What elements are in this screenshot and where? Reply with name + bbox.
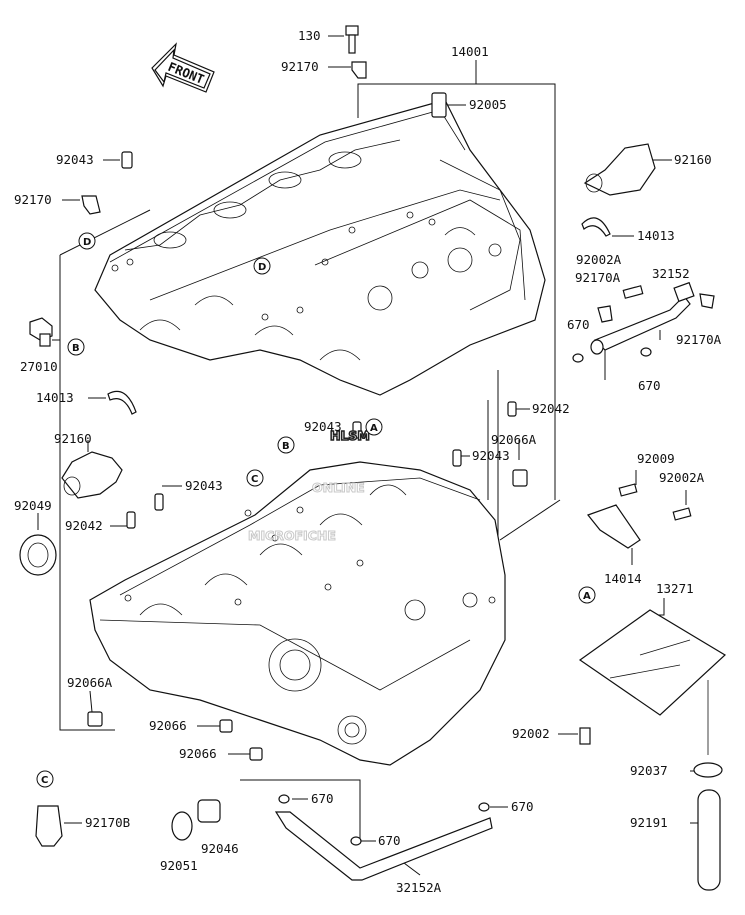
- part-label-92042-right: 92042: [532, 401, 570, 416]
- part-label-92046: 92046: [201, 841, 239, 856]
- part-label-670-a: 670: [567, 317, 590, 332]
- svg-text:C: C: [251, 474, 258, 485]
- upper-crankcase: [94, 99, 546, 396]
- front-arrow: FRONT: [151, 42, 215, 93]
- part-labels: 130 92170 14001 92005 92043 92160 92170 …: [14, 28, 722, 895]
- svg-text:A: A: [370, 423, 378, 434]
- callout-d-2: D: [253, 257, 271, 275]
- watermark: HLSM ONLINE MICROFICHE: [248, 427, 371, 543]
- callout-a-2: A: [578, 586, 596, 604]
- callout-d-1: D: [78, 232, 96, 250]
- svg-text:C: C: [41, 775, 48, 786]
- part-label-670-e: 670: [378, 833, 401, 848]
- part-label-92049: 92049: [14, 498, 52, 513]
- part-label-670-d: 670: [511, 799, 534, 814]
- callout-b-2: B: [277, 436, 295, 454]
- part-label-92051: 92051: [160, 858, 198, 873]
- svg-text:D: D: [83, 237, 91, 248]
- part-label-92170A-a: 92170A: [575, 270, 621, 285]
- part-label-92005: 92005: [469, 97, 507, 112]
- part-label-92160-right: 92160: [674, 152, 712, 167]
- part-label-32152A: 32152A: [396, 880, 442, 895]
- watermark-line3: MICROFICHE: [248, 528, 336, 543]
- part-label-14013-left: 14013: [36, 390, 74, 405]
- part-label-92043-a: 92043: [56, 152, 94, 167]
- part-label-92002: 92002: [512, 726, 550, 741]
- part-label-92009: 92009: [637, 451, 675, 466]
- part-label-670-b: 670: [638, 378, 661, 393]
- callout-c-2: C: [36, 770, 54, 788]
- part-label-92170B: 92170B: [85, 815, 130, 830]
- svg-text:A: A: [583, 591, 591, 602]
- watermark-line1: HLSM: [330, 428, 370, 443]
- watermark-line2: ONLINE: [312, 480, 365, 495]
- part-label-92066A-right: 92066A: [491, 432, 537, 447]
- part-label-92170-left: 92170: [14, 192, 52, 207]
- part-label-670-c: 670: [311, 791, 334, 806]
- part-label-92066A-left: 92066A: [67, 675, 113, 690]
- part-label-92170A-b: 92170A: [676, 332, 722, 347]
- svg-text:B: B: [72, 343, 80, 354]
- svg-text:B: B: [282, 441, 290, 452]
- part-label-92043-b: 92043: [304, 419, 342, 434]
- part-label-27010: 27010: [20, 359, 58, 374]
- part-label-92002A-b: 92002A: [659, 470, 705, 485]
- part-label-92160-left: 92160: [54, 431, 92, 446]
- callout-c-1: C: [246, 469, 264, 487]
- leader-lines: [37, 35, 700, 876]
- svg-text:D: D: [258, 262, 266, 273]
- part-label-14001: 14001: [451, 44, 489, 59]
- part-label-92037: 92037: [630, 763, 668, 778]
- part-label-92191: 92191: [630, 815, 668, 830]
- part-label-14013-right: 14013: [637, 228, 675, 243]
- part-label-92066-a: 92066: [149, 718, 187, 733]
- lower-crankcase: [89, 461, 506, 766]
- part-label-130: 130: [298, 28, 321, 43]
- part-label-92043-c: 92043: [472, 448, 510, 463]
- small-parts: [19, 25, 726, 891]
- part-label-14014: 14014: [604, 571, 642, 586]
- callout-a-1: A: [365, 418, 383, 436]
- part-label-92066-b: 92066: [179, 746, 217, 761]
- part-label-13271: 13271: [656, 581, 694, 596]
- callouts: D D B A B C A C: [36, 232, 596, 788]
- part-label-92170-top: 92170: [281, 59, 319, 74]
- part-label-32152: 32152: [652, 266, 690, 281]
- part-label-92043-d: 92043: [185, 478, 223, 493]
- part-label-92002A-a: 92002A: [576, 252, 622, 267]
- part-label-92042-left: 92042: [65, 518, 103, 533]
- callout-b-1: B: [67, 338, 85, 356]
